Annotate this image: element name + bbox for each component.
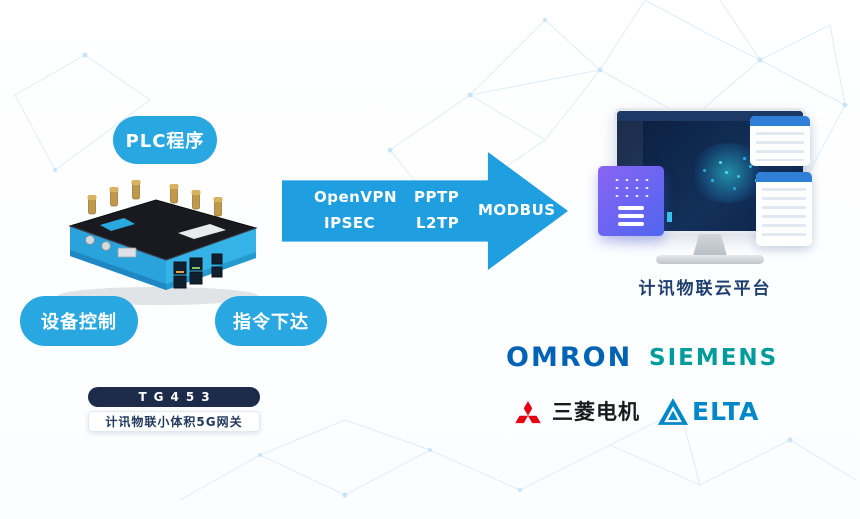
router-illustration: [58, 180, 258, 305]
monitor-base: [656, 255, 764, 264]
device-model-badge: TG453: [88, 387, 260, 407]
protocol-modbus: MODBUS: [478, 201, 556, 219]
omron-logo: OMRON: [506, 342, 633, 373]
delta-logo: ELTA: [657, 397, 759, 426]
panel-rows: [762, 188, 806, 241]
mitsubishi-logo-text: 三菱电机: [552, 400, 640, 424]
panel-header: [756, 172, 812, 182]
protocol-pptp: PPTP: [414, 188, 460, 206]
panel-rows: [756, 132, 804, 161]
panel-header: [750, 116, 810, 126]
monitor-stand: [693, 234, 727, 256]
label-bubble-command-issue: 指令下达: [215, 296, 327, 346]
device-tagline-badge: 计讯物联小体积5G网关: [88, 411, 260, 432]
dashboard-data-dots: [725, 171, 728, 174]
cloud-platform-label: 计讯物联云平台: [638, 279, 772, 299]
router-ports: [173, 253, 223, 289]
dashboard-topbar: [617, 111, 803, 121]
dot-grid: [612, 176, 650, 200]
delta-triangle-icon: [657, 398, 689, 425]
delta-logo-text: ELTA: [692, 397, 760, 426]
siemens-logo: SIEMENS: [649, 345, 779, 371]
label-bubble-plc-program: PLC程序: [113, 116, 217, 164]
router-antennas: [87, 180, 223, 217]
stacked-bars-icon: [618, 206, 644, 230]
mitsubishi-three-diamonds-icon: [515, 400, 541, 423]
floating-panel-purple: [598, 166, 664, 236]
label-bubble-device-control: 设备控制: [20, 296, 138, 346]
protocol-openvpn: OpenVPN: [314, 188, 397, 206]
floating-panel-table-bottom: [756, 172, 812, 246]
mitsubishi-electric-logo: 三菱电机: [511, 396, 640, 426]
protocol-l2tp: L2TP: [416, 214, 460, 232]
protocol-ipsec: IPSEC: [324, 214, 376, 232]
floating-panel-table-top: [750, 116, 810, 166]
cloud-platform-illustration: [598, 108, 823, 268]
